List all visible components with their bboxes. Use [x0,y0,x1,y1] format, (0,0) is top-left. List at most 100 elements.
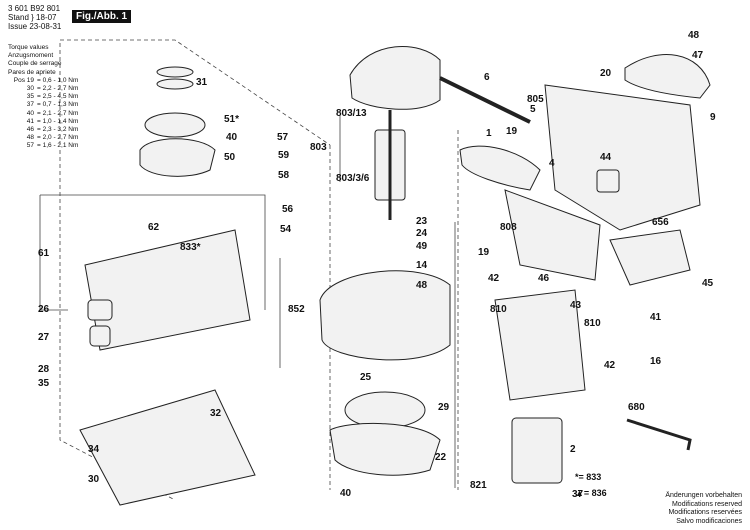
part-callout: 803 [310,142,327,153]
torque-pos: Pos 19 [13,76,34,84]
part-callout: 40 [340,488,352,499]
assembly-guide [59,150,176,501]
part-callout: 656 [652,217,669,228]
star-legend: *= 833 [575,472,602,482]
part-callout: 61 [38,248,50,259]
torque-title: Torque values [8,44,49,51]
torque-title: Pares de apriete [8,68,56,76]
part-callout: 25 [360,372,372,383]
part-callout: 42 [604,360,616,371]
issue-line: Issue 23-08-31 [8,22,61,32]
torque-value: = 2,2 - 2,7 Nm [37,85,79,93]
torque-row: 37= 0,7 - 1,3 Nm [8,101,79,109]
torque-pos: 57 [26,142,34,150]
sanding-pad-part [79,389,256,506]
part-callout: 27 [38,332,50,343]
torque-pos: 41 [26,117,34,125]
part-callout: 19 [506,126,518,137]
legend-line: Modifications reservées [668,509,742,517]
torque-value: = 0,6 - 1,0 Nm [37,76,79,84]
part-callout: 43 [570,300,582,311]
part-callout: 1 [486,128,492,139]
hex-key-part [626,418,692,451]
torque-pos: 48 [26,134,34,142]
part-callout: 5 [530,104,536,115]
part-callout: 44 [600,152,612,163]
part-callout: 833* [180,242,201,253]
torque-row: 57= 1,6 - 2,1 Nm [8,142,79,150]
part-callout: 26 [38,304,50,315]
torque-pos: 46 [26,126,34,134]
part-callout: 56 [282,204,294,215]
part-callout: 58 [278,170,290,181]
torque-row: 48= 2,0 - 2,7 Nm [8,134,79,142]
torque-pos: 30 [26,85,34,93]
part-callout: 14 [416,260,428,271]
part-callout: 47 [692,50,704,61]
part-callout: 6 [484,72,490,83]
legend-line: Modifications reserved [671,500,742,508]
aux-housing-part [504,189,601,281]
issue-label: Issue [8,22,28,31]
brace: } [31,13,34,22]
part-callout: 59 [278,150,290,161]
bearing-housing-part [139,138,216,177]
part-callout: 22 [435,452,447,463]
legend-line: Änderungen vorbehalten [665,492,742,500]
handle-part [459,145,541,191]
torque-value: = 0,7 - 1,3 Nm [37,101,79,109]
part-callout: 20 [600,68,612,79]
part-callout: 16 [650,356,662,367]
part-callout: 805 [527,94,544,105]
torque-table: Torque values Anzugsmoment Couple de ser… [8,44,78,151]
part-callout: 48 [416,280,428,291]
torque-row: 40= 2,1 - 2,7 Nm [8,109,79,118]
part-callout: 821 [470,480,487,491]
part-callout: 42 [488,273,500,284]
torque-value: = 2,0 - 2,7 Nm [37,134,79,142]
part-callout: 46 [538,273,550,284]
stand-value: 18-07 [36,13,57,22]
torque-row: 46= 2,3 - 3,2 Nm [8,126,79,134]
field-coil-part [511,417,563,484]
legend-block: Änderungen vorbehalten Modifications res… [665,492,742,526]
torque-value: = 1,6 - 2,1 Nm [37,142,79,150]
part-callout: 9 [710,112,716,123]
torque-pos: 40 [26,109,34,117]
bracket-frame [40,194,266,310]
main-housing-part [544,84,701,231]
torque-value: = 2,3 - 3,2 Nm [37,126,79,134]
part-callout: 41 [650,312,662,323]
part-callout: 40 [226,132,238,143]
top-cap-part [624,54,711,99]
torque-value: = 1,0 - 1,4 Nm [37,117,79,125]
part-callout: 23 [416,216,428,227]
part-callout: 2 [570,444,576,455]
part-callout: 810 [490,304,507,315]
part-callout: 808 [500,222,517,233]
issue-value: 23-08-31 [29,22,62,31]
part-callout: 803/13 [336,108,367,119]
assembly-guide [59,39,331,146]
part-callout: 28 [38,364,50,375]
base-plate-part [84,229,251,351]
torque-pos: 35 [26,93,34,101]
torque-value: = 2,5 - 4,5 Nm [37,93,79,101]
torque-value: = 2,1 - 2,7 Nm [37,109,79,117]
torque-row: 41= 1,0 - 1,4 Nm [8,117,79,126]
part-callout: 803/3/6 [336,173,370,184]
part-callout: 24 [416,228,428,239]
bearing-part [89,325,111,347]
seal-ring-part [144,112,206,138]
ring-part [156,66,194,78]
part-callout: 48 [688,30,700,41]
callouts-layer: 484720968055191444803/13803803/3/63151*4… [38,30,716,500]
torque-title: Couple de serrage [8,60,62,68]
torque-title: Anzugsmoment [8,52,54,60]
part-callout: 37 [572,489,584,500]
part-callout: 19 [478,247,490,258]
part-callout: 57 [277,132,289,143]
part-callout: 29 [438,402,450,413]
